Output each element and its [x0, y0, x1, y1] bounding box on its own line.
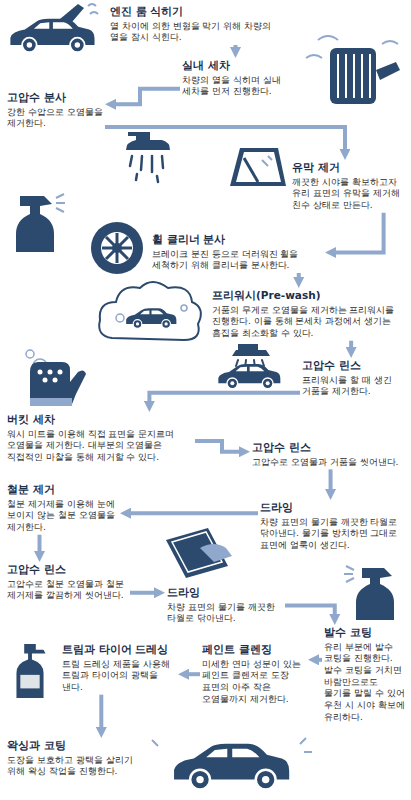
step-description: 차량 표면의 물기를 깨끗한 타월로 닦아낸다. 물기를 방치하면 그대로 표면…	[260, 517, 404, 552]
foam-cloud-icon	[99, 282, 201, 340]
step-title: 드라잉	[167, 586, 283, 600]
step-title: 유막 제거	[292, 161, 405, 175]
step-title: 드라잉	[260, 501, 404, 515]
flow-arrow	[130, 591, 156, 595]
step-description: 차량 표면의 물기를 깨끗한 타월로 닦아낸다.	[167, 602, 283, 625]
step-description: 브레이크 분진 등으로 더러워진 휠을 세척하기 위해 클리너를 분사한다.	[152, 249, 323, 272]
shower-icon	[126, 132, 170, 182]
flow-arrow	[114, 89, 180, 105]
flow-arrow	[105, 127, 345, 151]
flow-arrow	[285, 606, 335, 617]
step-title: 프리워시(Pre-wash)	[212, 289, 404, 303]
flow-arrow	[187, 672, 200, 676]
step-title: 발수 코팅	[324, 626, 405, 640]
flow-arrow	[349, 341, 353, 349]
step-box: 트림과 타이어 드레싱트림 드레싱 제품을 사용해 트림과 타이어의 광택을 낸…	[60, 642, 178, 695]
car-rinse-icon	[218, 344, 280, 389]
shiny-car-icon	[152, 738, 312, 790]
step-description: 거품의 무게로 오염물을 제거하는 프리워시를 진행한다. 이를 통해 본세차 …	[212, 305, 404, 340]
step-description: 유리 부분에 발수 코팅을 진행한다. 발수 코팅을 거치면 바람만으로도 물기…	[324, 642, 405, 724]
flow-arrow	[38, 535, 42, 553]
step-description: 열 차이에 의한 변형을 막기 위해 차량의 열을 잠시 식힌다.	[110, 21, 276, 44]
step-box: 버킷 세차워시 미트를 이용해 직접 표면을 문지르며 오염물을 제거한다. 대…	[5, 412, 195, 465]
flow-arrow	[317, 658, 322, 662]
step-title: 고압수 분사	[7, 91, 103, 105]
step-title: 엔진 룸 식히기	[110, 5, 276, 19]
step-description: 차량의 열을 식히며 실내 세차를 먼저 진행한다.	[182, 75, 303, 98]
flow-arrow	[297, 273, 301, 279]
towel-icon	[166, 528, 232, 578]
step-title: 고압수 린스	[252, 441, 400, 455]
wash-mitt-icon	[26, 350, 86, 406]
step-box: 고압수 린스프리워시를 할 때 생긴 거품을 제거한다.	[300, 358, 406, 399]
step-box: 드라잉차량 표면의 물기를 깨끗한 타월로 닦아낸다. 물기를 방치하면 그대로…	[258, 500, 406, 553]
step-description: 워시 미트를 이용해 직접 표면을 문지르며 오염물을 제거한다. 대부분의 오…	[7, 429, 193, 464]
step-description: 강한 수압으로 오염물을 제거한다.	[7, 107, 103, 130]
flow-arrow	[129, 511, 258, 515]
step-box: 휠 클리너 분사브레이크 분진 등으로 더러워진 휠을 세척하기 위해 클리너를…	[150, 232, 325, 273]
step-box: 발수 코팅유리 부분에 발수 코팅을 진행한다. 발수 코팅을 거치면 바람만으…	[322, 625, 407, 724]
wheel-icon	[91, 222, 143, 274]
vacuum-filter-icon	[306, 36, 400, 104]
step-box: 고압수 린스고압수로 오염물과 거품을 씻어낸다.	[250, 440, 402, 469]
step-box: 실내 세차차량의 열을 식히며 실내 세차를 먼저 진행한다.	[180, 58, 305, 99]
step-description: 미세한 연마 성분이 있는 페인트 클렌저로 도장 표면의 아주 작은 오염물까…	[202, 659, 306, 706]
step-box: 철분 제거철분 제거제를 이용해 눈에 보이지 않는 철분 오염물을 제거한다.	[5, 482, 120, 535]
step-box: 프리워시(Pre-wash) 거품의 무게로 오염물을 제거하는 프리워시를 진행…	[210, 288, 406, 341]
car-open-hood-icon	[10, 4, 98, 52]
flow-arrow	[149, 393, 300, 403]
step-description: 도장을 보호하고 광택을 살리기 위해 왁싱 작업을 진행한다.	[7, 755, 148, 778]
step-title: 트림과 타이어 드레싱	[62, 643, 176, 657]
step-box: 페인트 클렌징미세한 연마 성분이 있는 페인트 클렌저로 도장 표면의 아주 …	[200, 642, 308, 706]
dressing-bottle-icon	[16, 644, 45, 698]
spray-bottle-icon	[344, 566, 394, 620]
spray-bottle-icon	[16, 194, 65, 252]
windshield-wiper-icon	[230, 148, 286, 186]
step-box: 고압수 분사강한 수압으로 오염물을 제거한다.	[5, 90, 105, 131]
flow-arrow	[195, 441, 241, 452]
step-title: 고압수 린스	[302, 359, 404, 373]
step-title: 페인트 클렌징	[202, 643, 306, 657]
step-description: 깨끗한 시야를 확보하고자 유리 표면의 유막을 제거해 친수 상태로 만든다.	[292, 177, 405, 212]
step-box: 엔진 룸 식히기열 차이에 의한 변형을 막기 위해 차량의 열을 잠시 식힌다…	[108, 4, 278, 45]
step-title: 철분 제거	[7, 483, 118, 497]
step-title: 왁싱과 코팅	[7, 739, 148, 753]
step-box: 고압수 린스고압수로 철분 오염물과 철분 제거제를 깔끔하게 씻어낸다.	[5, 562, 130, 603]
step-title: 실내 세차	[182, 59, 303, 73]
flow-arrow	[99, 695, 103, 729]
step-box: 드라잉차량 표면의 물기를 깨끗한 타월로 닦아낸다.	[165, 585, 285, 626]
step-box: 왁싱과 코팅도장을 보호하고 광택을 살리기 위해 왁싱 작업을 진행한다.	[5, 738, 150, 779]
step-description: 트림 드레싱 제품을 사용해 트림과 타이어의 광택을 낸다.	[62, 659, 176, 694]
step-title: 휠 클리너 분사	[152, 233, 323, 247]
step-title: 고압수 린스	[7, 563, 128, 577]
step-description: 고압수로 철분 오염물과 철분 제거제를 깔끔하게 씻어낸다.	[7, 579, 128, 602]
step-title: 버킷 세차	[7, 413, 193, 427]
step-description: 고압수로 오염물과 거품을 씻어낸다.	[252, 457, 400, 469]
flow-arrow	[334, 213, 384, 253]
flow-arrow	[234, 45, 238, 49]
step-description: 철분 제거제를 이용해 눈에 보이지 않는 철분 오염물을 제거한다.	[7, 499, 118, 534]
flow-arrow	[329, 469, 333, 491]
step-description: 프리워시를 할 때 생긴 거품을 제거한다.	[302, 375, 404, 398]
step-box: 유막 제거깨끗한 시야를 확보하고자 유리 표면의 유막을 제거해 친수 상태로…	[290, 160, 407, 213]
